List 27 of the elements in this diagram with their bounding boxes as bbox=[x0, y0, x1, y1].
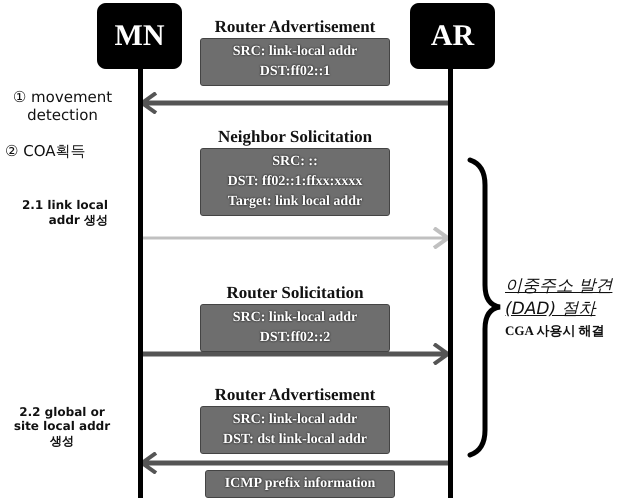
step-label: 2.2 global or site local addr 생성 bbox=[12, 405, 112, 450]
message-title: Router Advertisement bbox=[214, 16, 376, 38]
field-text: DST:ff02::1 bbox=[260, 63, 330, 81]
field-text: DST: dst link-local addr bbox=[222, 431, 368, 449]
message-title: Neighbor Solicitation bbox=[218, 126, 372, 148]
message-title: Router Advertisement bbox=[214, 384, 376, 406]
field-text: SRC: link-local addr bbox=[232, 411, 358, 429]
field-text: DST: ff02::1:ffxx:xxxx bbox=[228, 173, 362, 191]
step-label: ① movement detection bbox=[12, 88, 114, 124]
note-text: CGA 사용시 해결 bbox=[505, 322, 606, 340]
field-text: ICMP prefix information bbox=[224, 475, 376, 493]
participant-box: AR bbox=[410, 3, 495, 69]
message-title: Router Solicitation bbox=[226, 282, 364, 304]
message-field-panel bbox=[205, 470, 395, 498]
field-text: SRC: :: bbox=[272, 153, 318, 171]
message-arrow bbox=[140, 91, 448, 115]
field-text: SRC: link-local addr bbox=[232, 43, 358, 61]
field-text: DST:ff02::2 bbox=[260, 329, 330, 347]
message-arrow bbox=[142, 226, 450, 250]
participant-box: MN bbox=[97, 3, 182, 69]
field-text: SRC: link-local addr bbox=[232, 309, 358, 327]
message-arrow bbox=[142, 342, 450, 366]
step-label: 2.1 link local addr 생성 bbox=[20, 198, 108, 229]
procedure-title: 이중주소 발견 (DAD) 절차 bbox=[505, 275, 614, 321]
message-arrow bbox=[140, 451, 448, 475]
step-label: ② COA획득 bbox=[5, 142, 86, 161]
field-text: Target: link local addr bbox=[228, 193, 362, 211]
